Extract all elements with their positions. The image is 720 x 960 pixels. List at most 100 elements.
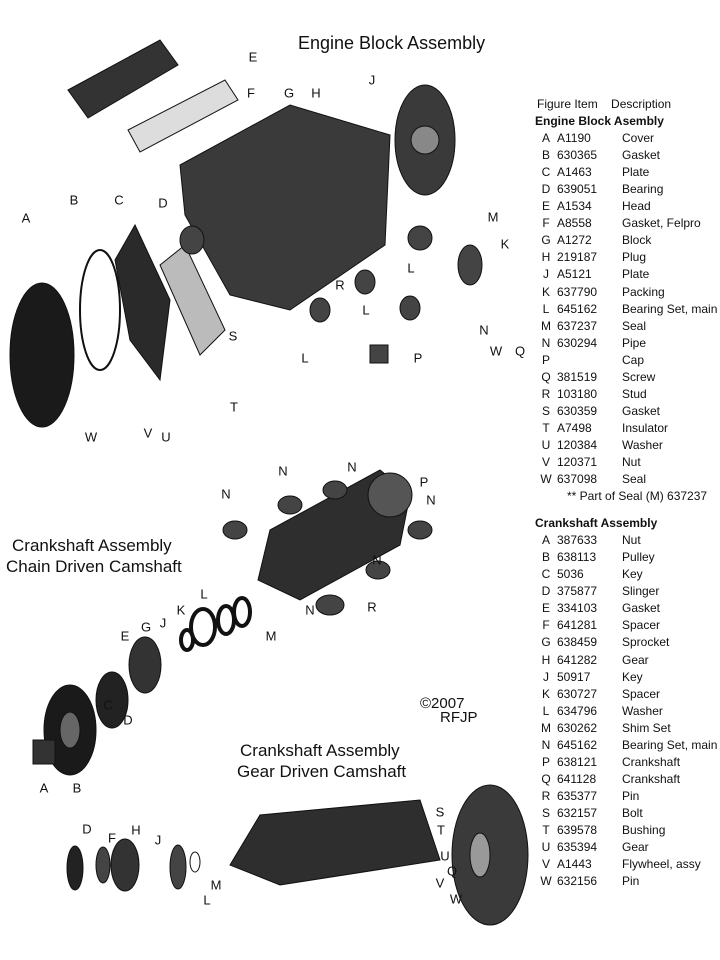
- description: Pipe: [622, 335, 647, 350]
- front-cover-drawing: [9, 282, 75, 428]
- copyright-year: ©2007: [420, 695, 465, 712]
- item-number: 630294: [557, 335, 598, 350]
- flywheel-drawing: [451, 784, 529, 926]
- figure-letter: N: [541, 737, 551, 752]
- item-number: 387633: [557, 533, 598, 548]
- description: Pin: [622, 874, 640, 889]
- item-number: 632156: [557, 874, 598, 889]
- description: Crankshaft: [622, 754, 681, 769]
- description: Bearing Set, main: [622, 301, 718, 316]
- chain-bearing-drawings: [222, 480, 433, 616]
- description: Block: [622, 233, 652, 248]
- item-number: 219187: [557, 250, 598, 265]
- callout-label: A: [39, 780, 49, 796]
- figure-letter: B: [541, 550, 550, 565]
- description: Gear: [622, 652, 649, 667]
- callout-label: J: [154, 832, 162, 848]
- description: Gasket: [622, 148, 661, 163]
- description: Stud: [622, 386, 647, 401]
- pulley-drawing: [43, 684, 97, 776]
- figure-letter: T: [542, 420, 550, 435]
- item-number: A7498: [557, 420, 592, 435]
- figure-letter: G: [541, 635, 551, 650]
- item-number: 630262: [557, 720, 598, 735]
- callout-label: D: [82, 821, 92, 837]
- item-number: 637790: [557, 284, 598, 299]
- callout-label: V: [143, 425, 153, 441]
- callout-label: F: [108, 830, 116, 846]
- item-number: 637237: [557, 318, 598, 333]
- description: Key: [622, 669, 643, 684]
- item-number: 334103: [557, 601, 598, 616]
- callout-label: B: [72, 780, 82, 796]
- item-number: A5121: [557, 267, 592, 282]
- callout-label: B: [69, 192, 79, 208]
- figure-letter: A: [541, 131, 550, 146]
- parts-list: Figure Item Description Engine Block Ase…: [535, 96, 717, 890]
- crank-section-title: Crankshaft Assembly: [535, 516, 658, 531]
- description: Gasket, Felpro: [622, 216, 701, 231]
- callout-label: K: [176, 602, 186, 618]
- description: Plate: [622, 165, 650, 180]
- gear-crank-title-line2: Gear Driven Camshaft: [237, 762, 407, 781]
- figure-letter: Q: [541, 771, 551, 786]
- item-number: A1463: [557, 165, 592, 180]
- callout-label: Q: [446, 863, 458, 879]
- description: Flywheel, assy: [622, 857, 701, 872]
- chain-crank-title-line2: Chain Driven Camshaft: [6, 557, 182, 576]
- description: Head: [622, 199, 651, 214]
- item-number: A1443: [557, 857, 592, 872]
- callout-label: L: [362, 302, 370, 318]
- description: Pin: [622, 788, 640, 803]
- description: Bolt: [622, 805, 643, 820]
- description: Seal: [622, 318, 647, 333]
- item-number: [557, 352, 622, 369]
- callout-label: P: [419, 474, 429, 490]
- figure-letter: U: [541, 437, 551, 452]
- item-number: A1190: [557, 131, 591, 146]
- callout-label: N: [372, 552, 382, 568]
- callout-label: F: [247, 85, 255, 101]
- item-number: 645162: [557, 737, 598, 752]
- crankshaft-gear-drawing: [229, 799, 441, 886]
- callout-label: C: [114, 192, 124, 208]
- callout-label: U: [161, 429, 171, 445]
- callout-label: S: [435, 804, 445, 820]
- callout-label: E: [248, 49, 258, 65]
- callout-label: H: [131, 822, 141, 838]
- item-number: 630365: [557, 148, 598, 163]
- plate-gasket-drawing: [159, 244, 226, 356]
- item-number: 630359: [557, 403, 598, 418]
- item-number: 638121: [557, 754, 598, 769]
- callout-label: W: [449, 891, 463, 907]
- figure-letter: L: [542, 703, 550, 718]
- description: Gasket: [622, 601, 661, 616]
- parts-row: P 638121 Crankshaft: [535, 754, 717, 771]
- figure-letter: P: [541, 754, 550, 769]
- description: Gear: [622, 840, 649, 855]
- bearing-drawings: [179, 225, 483, 364]
- callout-label: N: [278, 463, 288, 479]
- callout-label: G: [283, 85, 295, 101]
